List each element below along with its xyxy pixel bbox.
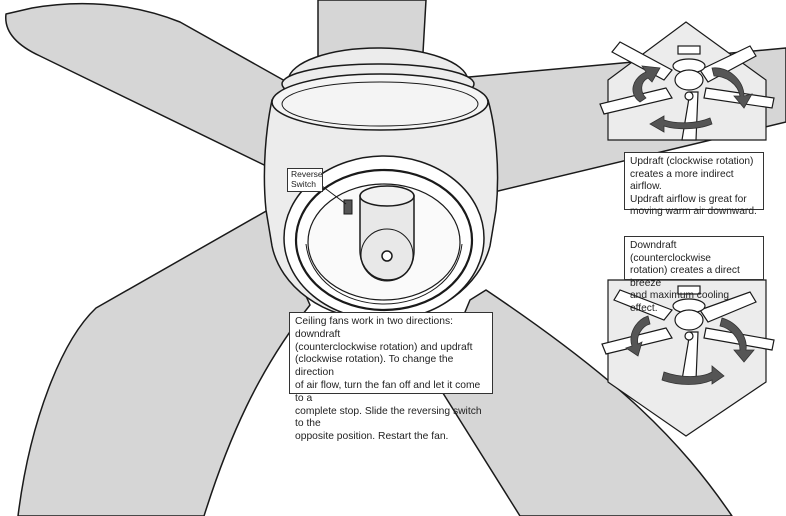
- updraft-callout: Updraft (clockwise rotation) creates a m…: [624, 152, 764, 217]
- downdraft-arrows: [625, 315, 755, 385]
- updraft-arrows: [632, 65, 753, 133]
- arrow-icon: [649, 115, 713, 133]
- arrow-icon: [661, 365, 725, 385]
- arrow-icon: [632, 65, 661, 103]
- updraft-inset: [599, 21, 775, 141]
- switch-leader-line: [321, 185, 347, 205]
- arrow-icon: [719, 317, 755, 363]
- downdraft-callout: Downdraft (counterclockwise rotation) cr…: [624, 236, 764, 314]
- blade-bottom-right: [435, 289, 733, 516]
- arrow-icon: [625, 315, 651, 357]
- reverse-switch-label: Reverse Switch: [287, 168, 323, 192]
- motor-housing: [263, 47, 499, 321]
- blade-bottom-left: [17, 209, 311, 516]
- downdraft-inset: [601, 279, 775, 437]
- arrow-icon: [711, 67, 753, 109]
- instructions-callout: Ceiling fans work in two directions: dow…: [289, 312, 493, 442]
- reverse-switch-control: [343, 199, 353, 215]
- blade-left: [5, 2, 311, 181]
